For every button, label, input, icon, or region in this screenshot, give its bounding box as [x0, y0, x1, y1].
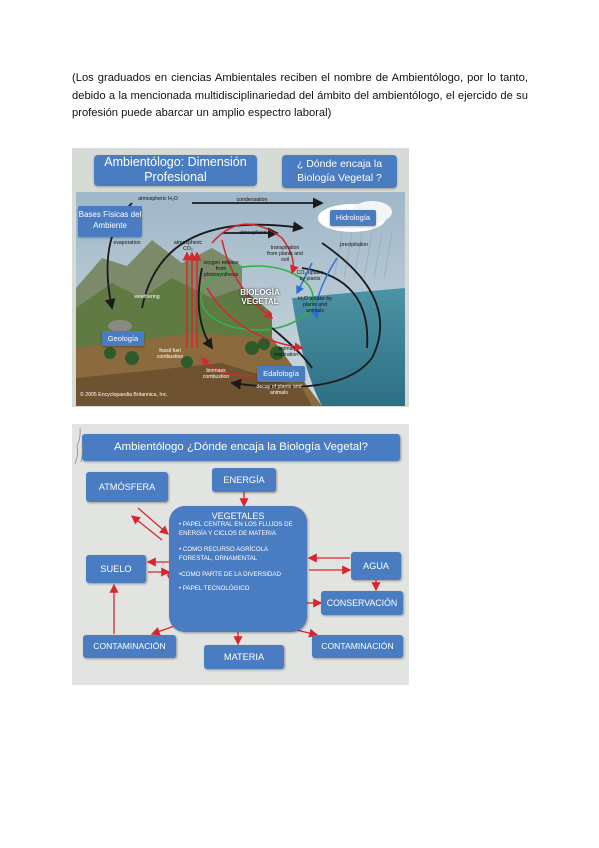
biologia-vegetal-label: BIOLOGÍA VEGETAL [240, 288, 280, 306]
figure-concept-map: Ambientólogo ¿Dónde encaja la Biología V… [72, 424, 409, 685]
label-animal-respiration: animal respiration [273, 346, 299, 358]
figure1-title-box: Ambientólogo: Dimensión Profesional [94, 155, 257, 186]
vegetales-item: • PAPEL CENTRAL EN LOS FLUJOS DE ENERGÍA… [179, 521, 293, 537]
label-oxygen-release: oxygen release from photosynthesis [203, 260, 239, 278]
figure-environmental-cycle: Ambientólogo: Dimensión Profesional ¿ Dó… [72, 148, 409, 407]
cycle-illustration [72, 148, 409, 407]
label-h2o-uptake: H₂O uptake by plants and animals [298, 296, 332, 314]
bases-fisicas-box: Bases Físicas del Ambiente [78, 206, 142, 237]
label-condensation: condensation [236, 197, 268, 203]
label-biomass-combustion: biomass combustion [202, 368, 230, 380]
figure1-copyright: © 2005 Encyclopaedia Britannica, Inc. [80, 392, 168, 398]
vegetales-title: VEGETALES [211, 511, 265, 521]
figure1-question-box: ¿ Dónde encaja la Biología Vegetal ? [282, 155, 397, 188]
energia-box: ENERGÍA [212, 468, 276, 492]
label-precipitation: precipitation [340, 242, 368, 248]
label-weathering: weathering [134, 294, 160, 300]
atmosfera-box: ATMÓSFERA [86, 472, 168, 502]
label-co2-uptake: CO₂ uptake by plants [296, 270, 324, 282]
agua-box: AGUA [351, 552, 401, 580]
vegetales-box: VEGETALES • PAPEL CENTRAL EN LOS FLUJOS … [169, 506, 307, 632]
intro-paragraph: (Los graduados en ciencias Ambientales r… [72, 72, 528, 120]
label-atmospheric-h2o: atmospheric H₂O [138, 196, 178, 202]
vegetales-item: • PAPEL TECNOLÓGICO [179, 584, 250, 592]
conservacion-box: CONSERVACIÓN [321, 591, 403, 615]
edafologia-box: Edafología [257, 366, 305, 382]
vegetales-item: •COMO PARTE DE LA DIVERSIDAD [179, 571, 281, 579]
geologia-box: Geología [102, 331, 144, 346]
label-evaporation: evaporation [113, 240, 141, 246]
contaminacion-right-box: CONTAMINACIÓN [312, 635, 403, 658]
label-atmospheric-co2: atmospheric CO₂ [173, 240, 203, 252]
suelo-box: SUELO [86, 555, 146, 583]
label-fossil-fuel: fossil fuel combustion [156, 348, 184, 360]
contaminacion-left-box: CONTAMINACIÓN [83, 635, 176, 658]
materia-box: MATERIA [204, 645, 284, 669]
label-decay: decay of plants and animals [256, 384, 302, 396]
figure2-title-box: Ambientólogo ¿Dónde encaja la Biología V… [82, 434, 400, 461]
author-signature [74, 427, 83, 465]
hidrologia-box: Hidrología [330, 210, 376, 226]
label-transpiration: transpiration from plants and soil [267, 245, 303, 263]
label-atmospheric-o2: atmospheric O₂ [239, 230, 275, 236]
vegetales-item: • COMO RECURSO AGRÍCOLA FORESTAL, ORNAME… [179, 546, 268, 562]
